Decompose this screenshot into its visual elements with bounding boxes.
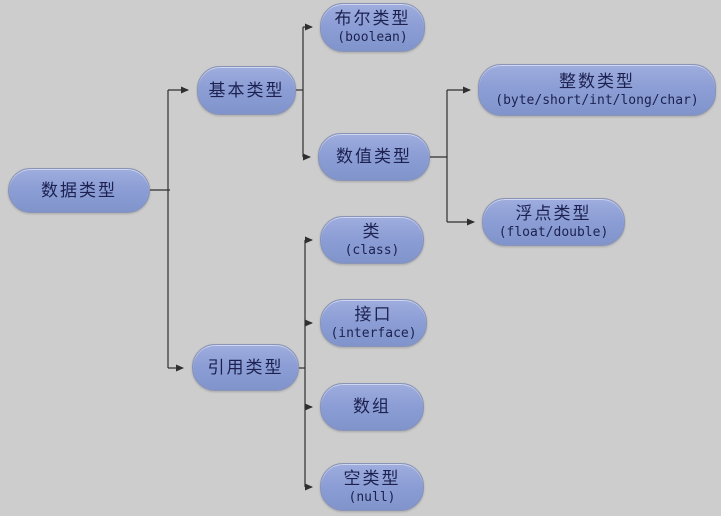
- node-title: 布尔类型: [334, 9, 411, 29]
- node-array-type[interactable]: 数组: [320, 383, 424, 431]
- node-basic-type[interactable]: 基本类型: [197, 66, 296, 115]
- node-class-type[interactable]: 类 (class): [320, 216, 424, 264]
- node-subtitle: (interface): [330, 325, 417, 341]
- node-subtitle: (float/double): [498, 224, 609, 240]
- node-title: 浮点类型: [515, 203, 592, 224]
- node-title: 引用类型: [207, 357, 284, 378]
- node-subtitle: (class): [344, 242, 400, 258]
- node-title: 数值类型: [336, 147, 412, 167]
- node-title: 数据类型: [41, 180, 117, 201]
- node-integer-type[interactable]: 整数类型 (byte/short/int/long/char): [478, 64, 716, 116]
- node-interface-type[interactable]: 接口 (interface): [320, 299, 427, 347]
- node-subtitle: (boolean): [337, 30, 408, 45]
- node-title: 整数类型: [559, 71, 635, 92]
- node-float-type[interactable]: 浮点类型 (float/double): [482, 198, 625, 246]
- node-numeric-type[interactable]: 数值类型: [318, 133, 430, 181]
- node-null-type[interactable]: 空类型 (null): [320, 463, 424, 511]
- node-subtitle: (null): [348, 489, 396, 505]
- node-data-type[interactable]: 数据类型: [8, 168, 150, 213]
- node-subtitle: (byte/short/int/long/char): [495, 92, 699, 108]
- node-boolean-type[interactable]: 布尔类型 (boolean): [320, 3, 425, 52]
- node-reference-type[interactable]: 引用类型: [192, 344, 299, 391]
- node-title: 数组: [353, 397, 391, 417]
- node-title: 接口: [354, 304, 393, 325]
- node-title: 空类型: [343, 468, 401, 489]
- node-title: 类: [362, 221, 382, 242]
- node-title: 基本类型: [208, 80, 285, 101]
